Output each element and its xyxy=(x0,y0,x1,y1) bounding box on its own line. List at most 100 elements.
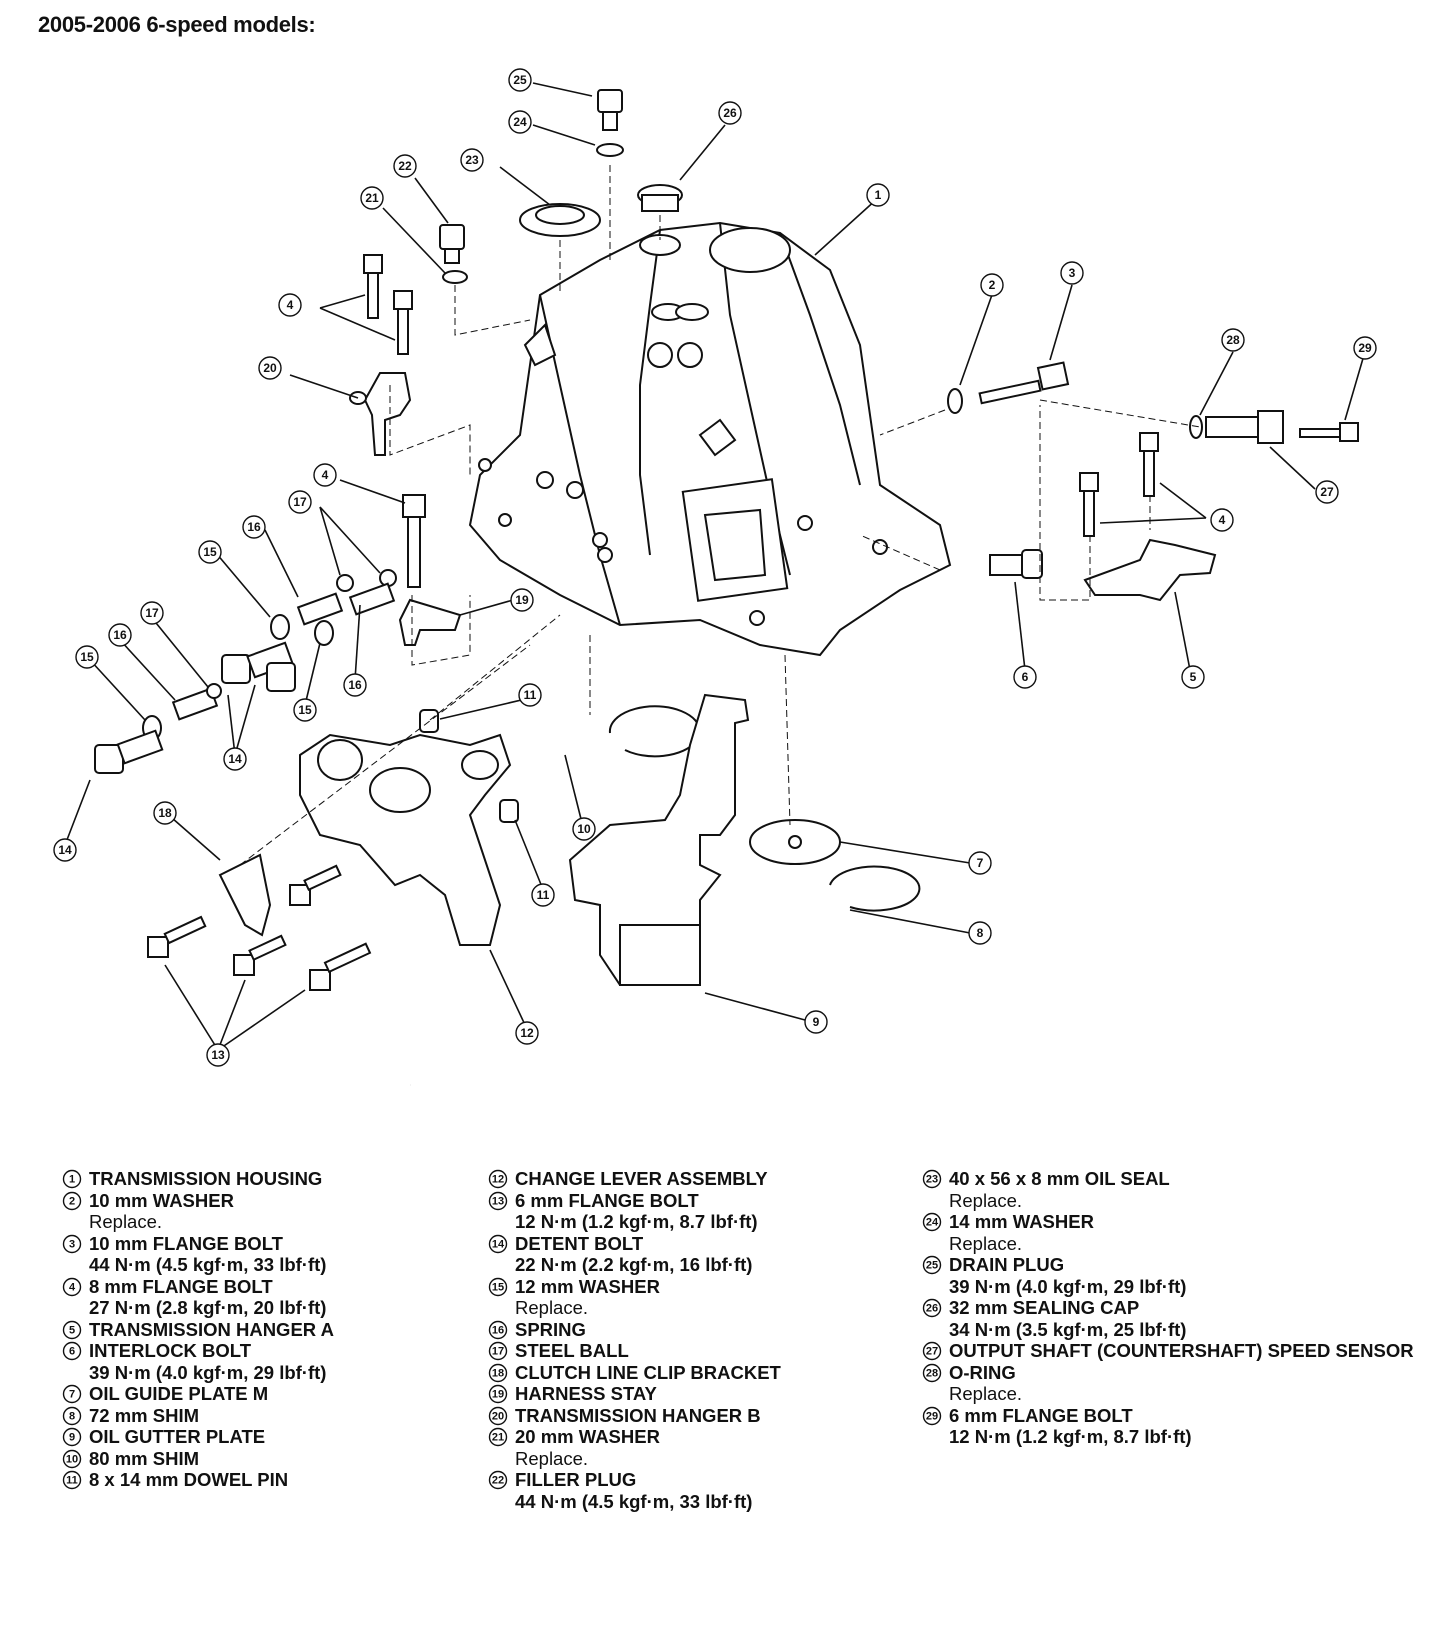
svg-text:22: 22 xyxy=(492,1475,504,1487)
legend-item-name: FILLER PLUG xyxy=(515,1469,637,1490)
svg-text:29: 29 xyxy=(926,1410,938,1422)
legend-number-badge: 24 xyxy=(922,1212,942,1232)
callout-1: 1 xyxy=(866,183,890,207)
legend-number-badge: 12 xyxy=(488,1169,508,1189)
svg-text:18: 18 xyxy=(492,1367,504,1379)
svg-text:6: 6 xyxy=(1022,670,1029,684)
svg-text:5: 5 xyxy=(69,1324,75,1336)
svg-text:3: 3 xyxy=(69,1238,75,1250)
callout-16a: 16 xyxy=(242,515,266,539)
svg-text:26: 26 xyxy=(723,106,737,120)
svg-text:9: 9 xyxy=(69,1432,75,1444)
svg-text:11: 11 xyxy=(524,688,537,702)
callouts: 25 24 26 23 22 21 1 4 20 2 3 28 29 27 4 … xyxy=(53,68,1377,1067)
legend-item-name: 10 mm WASHER xyxy=(89,1189,234,1211)
legend-item-name: CHANGE LEVER ASSEMBLY xyxy=(515,1168,768,1189)
callout-23: 23 xyxy=(460,148,484,172)
callout-9: 9 xyxy=(804,1010,828,1034)
legend-item-name: 6 mm FLANGE BOLT xyxy=(515,1189,699,1211)
callout-28: 28 xyxy=(1221,328,1245,352)
callout-5: 5 xyxy=(1181,665,1205,689)
svg-text:2: 2 xyxy=(989,278,996,292)
svg-text:10: 10 xyxy=(66,1453,78,1465)
callout-26: 26 xyxy=(718,101,742,125)
callout-15a: 15 xyxy=(198,540,222,564)
legend-item-detail: Replace. xyxy=(949,1189,1023,1211)
legend-item-name: 10 mm FLANGE BOLT xyxy=(89,1232,283,1254)
svg-text:20: 20 xyxy=(263,361,277,375)
svg-text:6: 6 xyxy=(69,1346,75,1358)
legend-item-name: INTERLOCK BOLT xyxy=(89,1340,252,1361)
legend-item-detail: Replace. xyxy=(515,1447,589,1469)
svg-text:13: 13 xyxy=(492,1195,504,1207)
legend-number-badge: 1 xyxy=(62,1169,82,1189)
svg-text:20: 20 xyxy=(492,1410,504,1422)
svg-text:15: 15 xyxy=(203,545,217,559)
legend-number-badge: 19 xyxy=(488,1384,508,1404)
svg-text:7: 7 xyxy=(977,856,984,870)
svg-text:1: 1 xyxy=(875,188,882,202)
legend-item-name: 8 x 14 mm DOWEL PIN xyxy=(89,1469,289,1490)
callout-22: 22 xyxy=(393,154,417,178)
legend-number-badge: 15 xyxy=(488,1277,508,1296)
svg-text:21: 21 xyxy=(365,191,379,205)
page-title: 2005-2006 6-speed models: xyxy=(38,12,316,37)
callout-11b: 11 xyxy=(531,883,555,907)
callout-14b: 14 xyxy=(53,838,77,862)
legend-item-detail: 12 N·m (1.2 kgf·m, 8.7 lbf·ft) xyxy=(515,1211,758,1232)
legend-item-name: TRANSMISSION HOUSING xyxy=(89,1168,323,1189)
legend-item-1: 1 TRANSMISSION HOUSING xyxy=(62,1168,334,1190)
svg-text:29: 29 xyxy=(1358,341,1372,355)
callout-16c: 16 xyxy=(108,623,132,647)
parts-drawings xyxy=(94,89,1359,991)
svg-text:2: 2 xyxy=(69,1195,75,1207)
callout-2: 2 xyxy=(980,273,1004,297)
legend-number-badge: 18 xyxy=(488,1363,508,1382)
svg-text:19: 19 xyxy=(515,593,529,607)
legend-number-badge: 16 xyxy=(488,1320,508,1339)
legend-number-badge: 23 xyxy=(922,1169,942,1189)
legend-item-name: CLUTCH LINE CLIP BRACKET xyxy=(515,1361,781,1383)
legend-item-name: 8 mm FLANGE BOLT xyxy=(89,1275,273,1297)
legend-number-badge: 29 xyxy=(922,1406,942,1425)
legend-item-detail: Replace. xyxy=(949,1232,1023,1254)
legend-item-detail: Replace. xyxy=(515,1297,589,1318)
callout-27: 27 xyxy=(1315,480,1339,504)
svg-text:18: 18 xyxy=(158,806,172,820)
exploded-parts-diagram: 25 24 26 23 22 21 1 4 20 2 3 28 29 27 4 … xyxy=(53,68,1377,1067)
legend-number-badge: 28 xyxy=(922,1363,942,1382)
svg-text:24: 24 xyxy=(926,1217,939,1229)
legend-number-badge: 2 xyxy=(62,1191,82,1210)
legend-item-name: STEEL BALL xyxy=(515,1340,629,1361)
svg-text:28: 28 xyxy=(1226,333,1240,347)
callout-25: 25 xyxy=(508,68,532,92)
legend-item-name: 12 mm WASHER xyxy=(515,1275,660,1297)
callout-6: 6 xyxy=(1013,665,1037,689)
svg-text:19: 19 xyxy=(492,1389,504,1401)
legend-item-name: 32 mm SEALING CAP xyxy=(949,1297,1140,1318)
svg-text:1: 1 xyxy=(69,1174,75,1186)
callout-13: 13 xyxy=(206,1043,230,1067)
legend-item-detail: 22 N·m (2.2 kgf·m, 16 lbf·ft) xyxy=(515,1254,753,1275)
legend-item-detail: 44 N·m (4.5 kgf·m, 33 lbf·ft) xyxy=(515,1490,753,1512)
svg-text:16: 16 xyxy=(348,678,362,692)
svg-text:10: 10 xyxy=(577,822,591,836)
legend-number-badge: 11 xyxy=(62,1470,82,1490)
svg-text:5: 5 xyxy=(1190,670,1197,684)
svg-text:4: 4 xyxy=(1219,513,1226,527)
leader-lines xyxy=(64,82,1365,1051)
legend-number-badge: 17 xyxy=(488,1341,508,1361)
legend-item-name: 72 mm SHIM xyxy=(89,1404,200,1426)
callout-4b: 4 xyxy=(1210,508,1234,532)
callout-11a: 11 xyxy=(518,683,542,707)
svg-text:9: 9 xyxy=(813,1015,820,1029)
